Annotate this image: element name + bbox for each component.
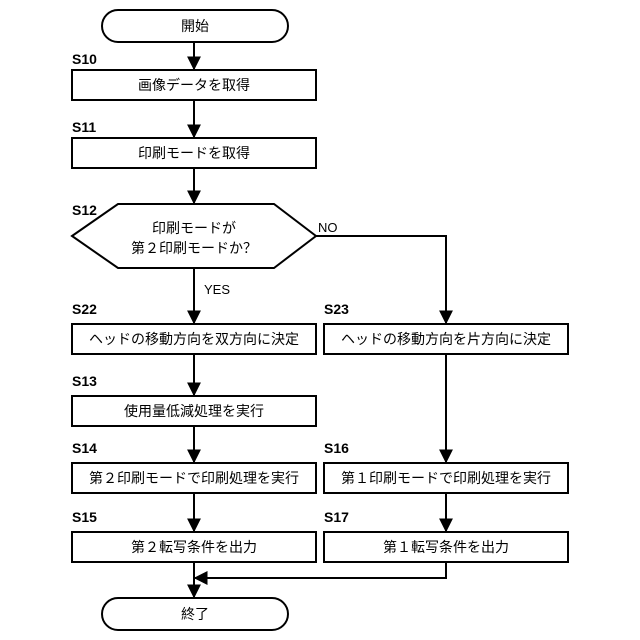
process-s23-label: ヘッドの移動方向を片方向に決定 — [341, 332, 551, 348]
step-id-s16: S16 — [324, 440, 349, 456]
process-s13-label: 使用量低減処理を実行 — [124, 403, 264, 420]
step-id-s23: S23 — [324, 301, 349, 317]
step-id-s22: S22 — [72, 301, 97, 317]
decision-s12-line2: 第２印刷モードか？ — [131, 240, 257, 257]
branch-yes-label: YES — [204, 282, 230, 297]
process-s16-label: 第１印刷モードで印刷処理を実行 — [341, 470, 551, 487]
branch-no-label: NO — [318, 220, 338, 235]
step-id-s13: S13 — [72, 373, 97, 389]
step-id-s17: S17 — [324, 509, 349, 525]
start-label: 開始 — [181, 19, 209, 35]
step-id-s10: S10 — [72, 51, 97, 67]
process-s22-label: ヘッドの移動方向を双方向に決定 — [89, 332, 299, 348]
process-s11-label: 印刷モードを取得 — [138, 145, 250, 162]
step-id-s12: S12 — [72, 202, 97, 218]
process-s17-label: 第１転写条件を出力 — [383, 539, 509, 556]
step-id-s14: S14 — [72, 440, 97, 456]
end-label: 終了 — [181, 607, 209, 623]
step-id-s15: S15 — [72, 509, 97, 525]
decision-s12-line1: 印刷モードが — [152, 221, 236, 237]
process-s15-label: 第２転写条件を出力 — [131, 539, 257, 556]
arrow-s17-merge — [195, 562, 446, 578]
process-s10-label: 画像データを取得 — [138, 77, 250, 94]
process-s14-label: 第２印刷モードで印刷処理を実行 — [89, 470, 299, 487]
step-id-s11: S11 — [72, 119, 96, 135]
